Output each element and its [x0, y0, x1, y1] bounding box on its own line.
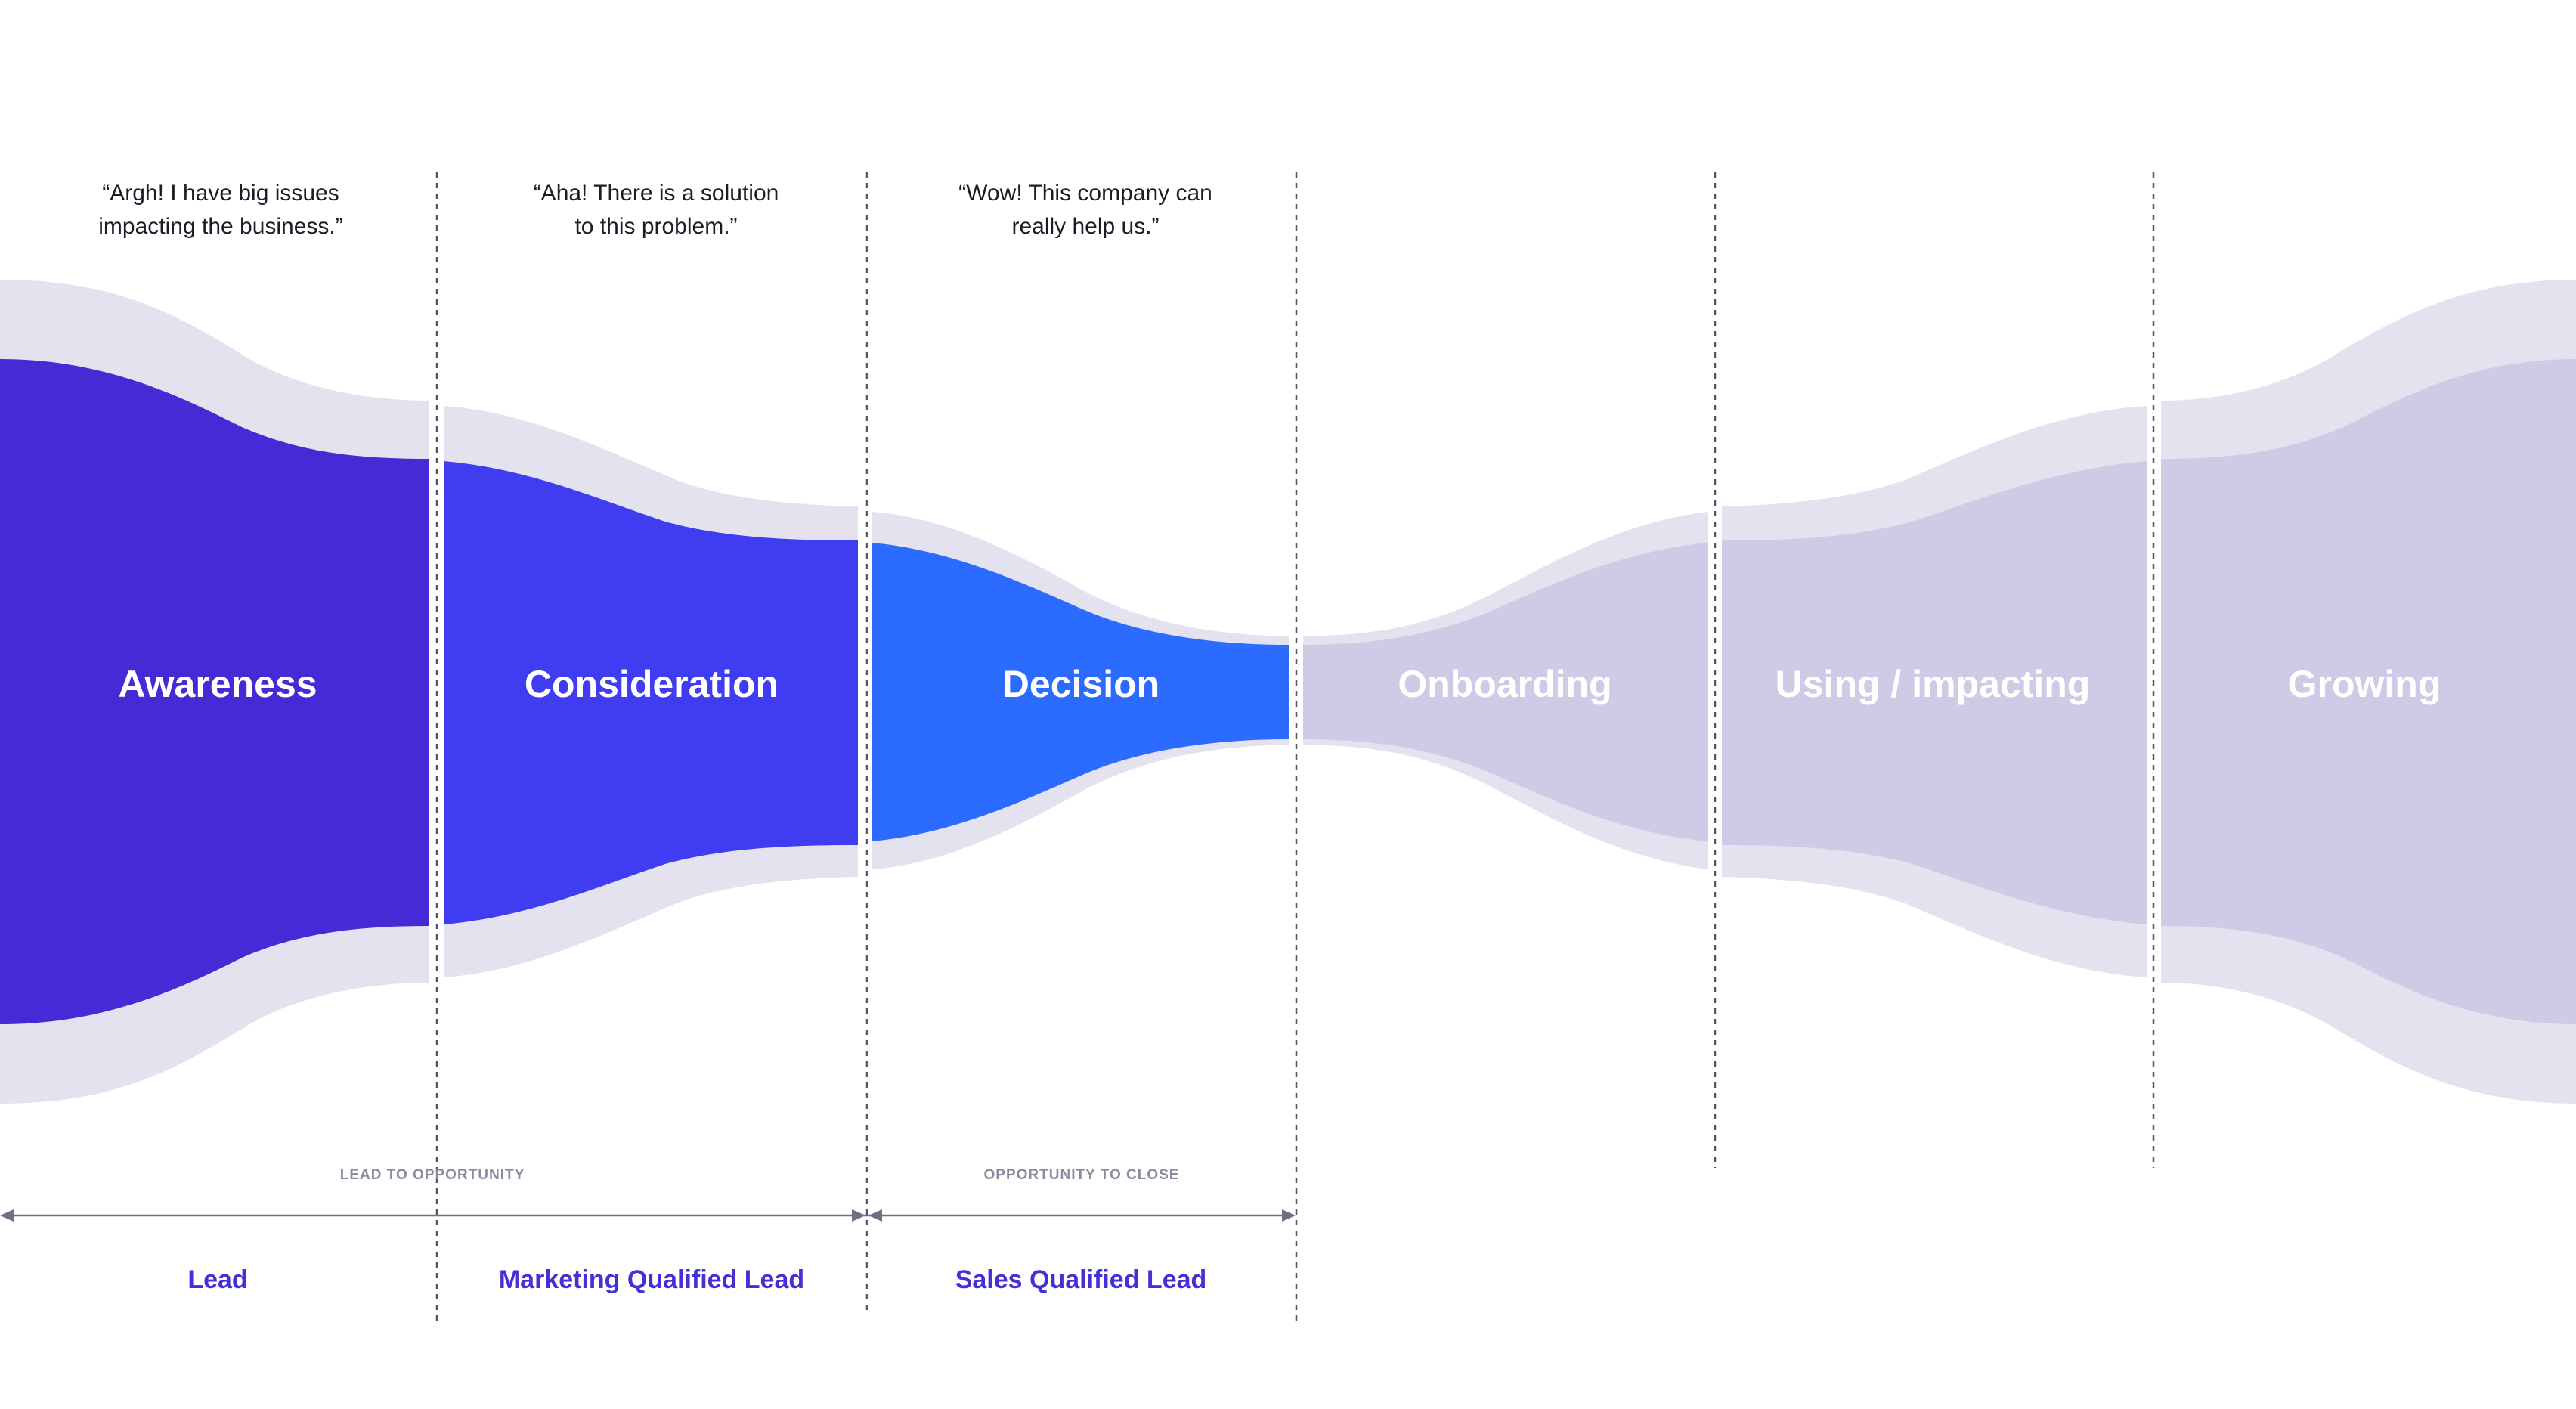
quote-consideration-line2: to this problem.”	[574, 214, 737, 239]
lead-label-lead: Lead	[187, 1265, 247, 1294]
stage-label-onboarding: Onboarding	[1398, 663, 1612, 705]
lead-stage-labels: Lead Marketing Qualified Lead Sales Qual…	[187, 1265, 1206, 1294]
quotes: “Argh! I have big issues impacting the b…	[98, 181, 1212, 239]
quote-consideration-line1: “Aha! There is a solution	[534, 181, 779, 206]
quote-awareness-line1: “Argh! I have big issues	[102, 181, 339, 206]
lead-label-sql: Sales Qualified Lead	[955, 1265, 1207, 1294]
quote-awareness-line2: impacting the business.”	[98, 214, 343, 239]
stage-label-growing: Growing	[2288, 663, 2441, 705]
stage-label-using: Using / impacting	[1776, 663, 2091, 705]
core-layer	[0, 359, 2576, 1024]
range-label-lead-to-opportunity: LEAD TO OPPORTUNITY	[340, 1167, 525, 1183]
stage-label-awareness: Awareness	[118, 663, 317, 705]
range-labels: LEAD TO OPPORTUNITY OPPORTUNITY TO CLOSE	[340, 1167, 1180, 1183]
stage-label-decision: Decision	[1002, 663, 1160, 705]
arrowhead-close-start	[868, 1209, 882, 1222]
stage-onboarding-shape	[1303, 543, 1708, 841]
quote-decision-line2: really help us.”	[1011, 214, 1159, 239]
lead-label-mql: Marketing Qualified Lead	[499, 1265, 804, 1294]
arrowhead-left-start	[0, 1209, 14, 1222]
stage-using-shape	[1722, 461, 2147, 924]
range-label-opportunity-to-close: OPPORTUNITY TO CLOSE	[984, 1167, 1180, 1183]
divider-layer	[435, 172, 2155, 1323]
stage-decision-shape	[872, 543, 1289, 841]
quote-decision-line1: “Wow! This company can	[958, 181, 1212, 206]
stage-awareness-shape	[0, 359, 429, 1024]
arrowhead-lead-end	[852, 1209, 865, 1222]
arrowhead-close-end	[1282, 1209, 1296, 1222]
stage-label-consideration: Consideration	[525, 663, 779, 705]
stage-growing-shape	[2161, 359, 2576, 1024]
stage-labels: Awareness Consideration Decision Onboard…	[118, 663, 2441, 705]
stage-consideration-shape	[444, 461, 858, 924]
arrow-heads	[0, 1209, 1296, 1222]
